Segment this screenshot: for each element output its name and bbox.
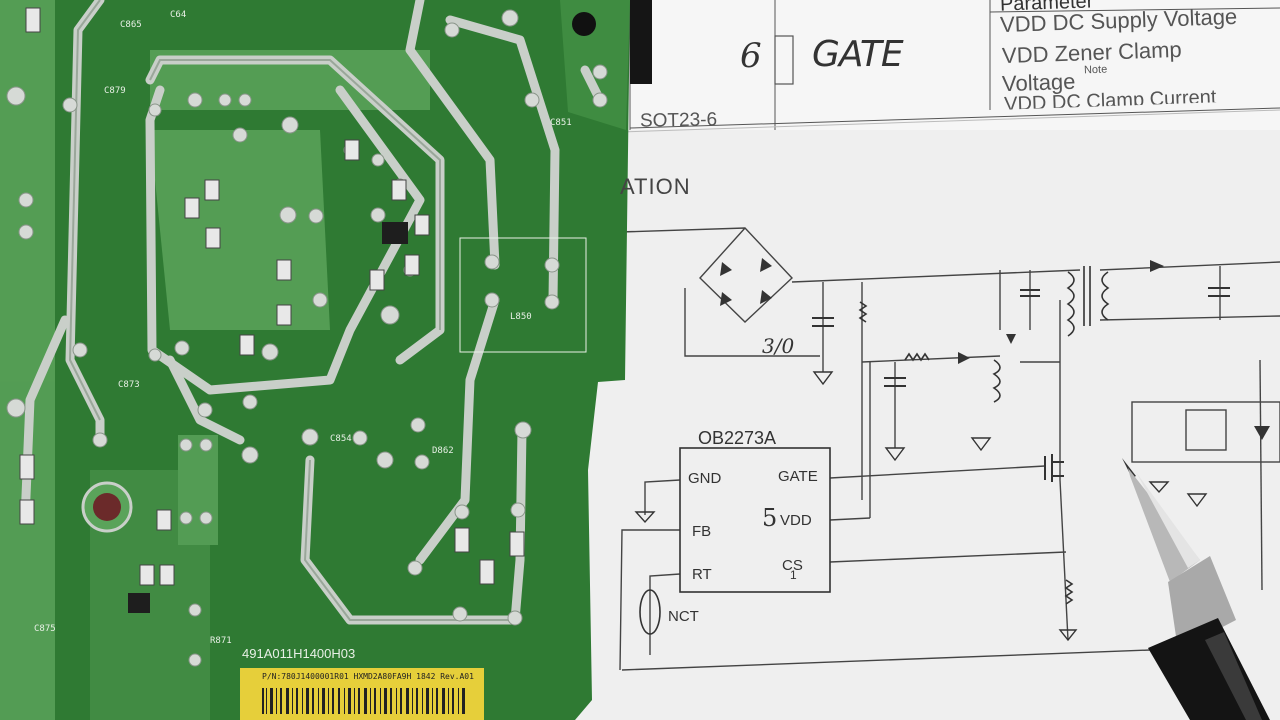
ic-pin-gate: GATE [778, 468, 818, 485]
ref-c873: C873 [118, 380, 140, 390]
param-note: Note [1083, 63, 1108, 77]
ref-c879: C879 [104, 86, 126, 96]
handwritten-bridge-note: 3/0 [762, 334, 795, 358]
ic-name: OB2273A [698, 428, 777, 448]
circuit-board [0, 0, 652, 720]
sticker-text: P/N:780J1400001R01 HXMD2A80FA9H 1842 Rev… [262, 672, 474, 681]
ic-pin-cs: CS [782, 557, 803, 574]
package-label: SOT23-6 [639, 109, 718, 132]
ballpoint-pen [1122, 458, 1270, 720]
ref-l850: L850 [510, 312, 532, 322]
ic-cs-note: 1 [790, 568, 797, 582]
ref-r871: R871 [210, 636, 232, 646]
ic-pin-vdd: VDD [780, 512, 812, 529]
ic-pin-fb: FB [692, 523, 712, 540]
ntc-label: NCT [668, 608, 699, 625]
ic-pin-rt: RT [692, 566, 712, 583]
ref-c875: C875 [34, 624, 56, 634]
ref-d862: D862 [432, 446, 454, 456]
ic-pin-gnd: GND [688, 470, 722, 487]
ic-box [679, 447, 831, 593]
ref-c64: C64 [170, 10, 187, 20]
ic-vdd-note: 5 [762, 504, 778, 532]
datasheet-page [560, 0, 1280, 720]
board-code: 491A011H1400H03 [242, 646, 356, 661]
section-title: ATION [620, 174, 691, 199]
pin-name: GATE [812, 34, 904, 75]
ref-c854: C854 [330, 434, 352, 444]
ref-c851: C851 [550, 118, 572, 128]
pin-number: 6 [740, 36, 762, 76]
ref-c865: C865 [120, 20, 142, 30]
